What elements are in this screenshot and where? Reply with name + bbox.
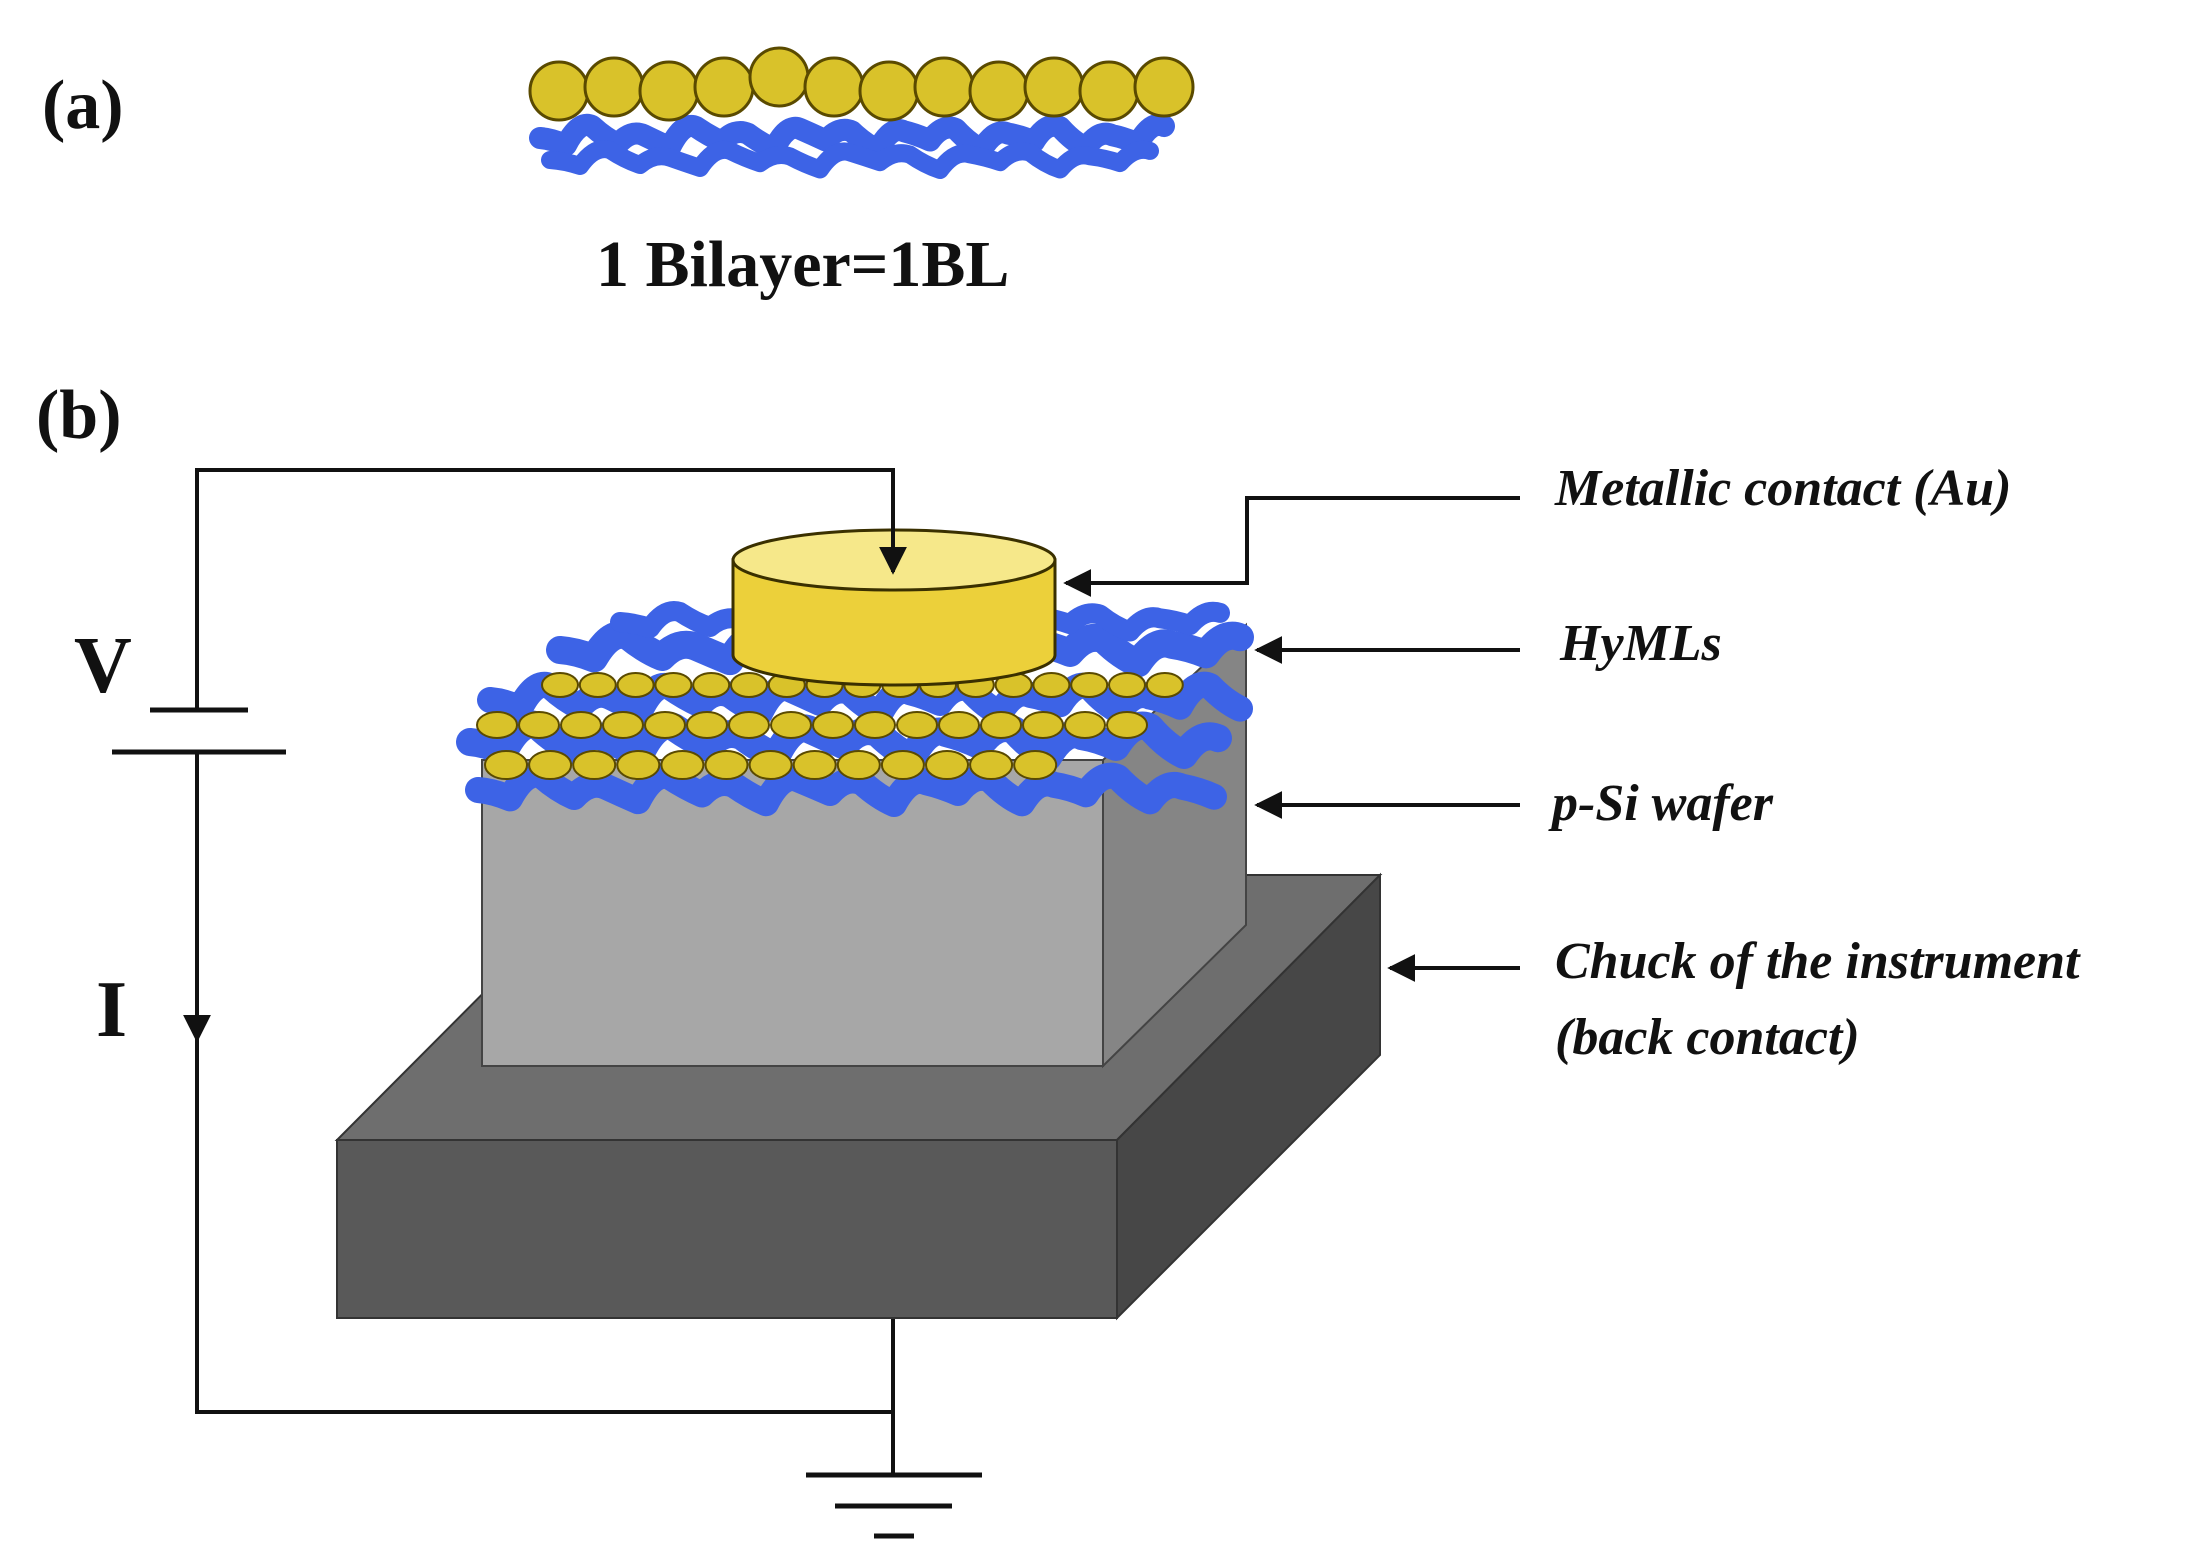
nanoparticle	[938, 711, 980, 739]
nanoparticle	[704, 750, 749, 780]
nanoparticle	[1078, 60, 1140, 122]
nanoparticle	[1108, 672, 1146, 698]
nanoparticle	[1106, 711, 1148, 739]
panel-b-label: (b)	[36, 377, 122, 454]
nanoparticle	[925, 750, 969, 780]
bilayer-polymer-layer	[529, 113, 1175, 179]
nanoparticle	[803, 56, 865, 118]
nanoparticle	[528, 750, 573, 780]
nanoparticle	[638, 60, 700, 122]
nanoparticle	[896, 711, 938, 739]
nanoparticle	[748, 750, 793, 780]
nanoparticle	[880, 750, 925, 780]
nanoparticle	[686, 711, 728, 739]
nanoparticle	[528, 60, 590, 122]
bilayer-nanoparticle-row	[528, 46, 1195, 122]
chuck-side-face	[1116, 872, 1381, 1321]
metallic-contact-leader	[1063, 496, 1520, 597]
nanoparticle	[1022, 711, 1064, 739]
nanoparticle	[969, 750, 1014, 780]
current-symbol: I	[96, 966, 127, 1054]
nanoparticle	[836, 750, 881, 780]
chuck-label-line2: (back contact)	[1555, 1009, 1860, 1066]
nanoparticle	[728, 711, 770, 739]
chuck-label-line1: Chuck of the instrument	[1555, 933, 2081, 990]
nanoparticle	[560, 711, 602, 739]
nanoparticle	[770, 711, 812, 739]
nanoparticle	[583, 56, 645, 118]
nanoparticle	[1032, 672, 1071, 698]
bilayer-caption: 1 Bilayer=1BL	[596, 228, 1009, 301]
nanoparticle	[1145, 672, 1184, 698]
nanoparticle	[476, 711, 518, 739]
nanoparticle	[692, 672, 731, 698]
nanoparticle	[1133, 56, 1195, 118]
hymls-polymer-stroke	[465, 761, 1227, 817]
nanoparticle	[602, 711, 644, 739]
nanoparticle	[616, 672, 655, 698]
au-contact-body	[731, 558, 1057, 687]
battery-icon	[112, 707, 286, 755]
nanoparticle	[1013, 750, 1058, 780]
nanoparticle	[484, 750, 528, 780]
nanoparticle	[748, 46, 810, 108]
nanoparticle	[980, 711, 1022, 739]
nanoparticle	[572, 750, 617, 780]
callout-leaders	[1063, 496, 1520, 982]
ground-icon	[806, 1472, 982, 1539]
nanoparticle	[1070, 672, 1109, 698]
nanoparticle	[518, 711, 560, 739]
nanoparticle	[730, 672, 768, 698]
nanoparticle	[854, 711, 896, 739]
nanoparticle	[578, 672, 617, 698]
nanoparticle	[792, 750, 837, 780]
nanoparticle	[541, 672, 579, 698]
panel-a-label: (a)	[42, 67, 124, 144]
hymls-polymer-stroke	[477, 671, 1253, 727]
nanoparticle	[913, 56, 975, 118]
nanoparticle	[660, 750, 705, 780]
bottom-wire	[195, 1040, 893, 1414]
nanoparticle	[1064, 711, 1106, 739]
metallic-contact-label: Metallic contact (Au)	[1554, 460, 2011, 517]
nanoparticle	[968, 60, 1030, 122]
nanoparticle	[693, 56, 755, 118]
nanoparticle	[858, 60, 920, 122]
hymls-label: HyMLs	[1559, 615, 1722, 672]
bilayer-illustration	[528, 46, 1195, 179]
chuck-front-face	[336, 1139, 1118, 1319]
bilayer-polymer-stroke	[541, 140, 1159, 179]
nanoparticle	[644, 711, 686, 739]
bilayer-polymer-stroke	[529, 113, 1175, 161]
nanoparticle	[1023, 56, 1085, 118]
nanoparticle	[616, 750, 661, 780]
voltage-symbol: V	[74, 622, 132, 710]
wafer-label: p-Si wafer	[1548, 775, 1774, 832]
nanoparticle	[654, 672, 693, 698]
nanoparticle	[812, 711, 854, 739]
